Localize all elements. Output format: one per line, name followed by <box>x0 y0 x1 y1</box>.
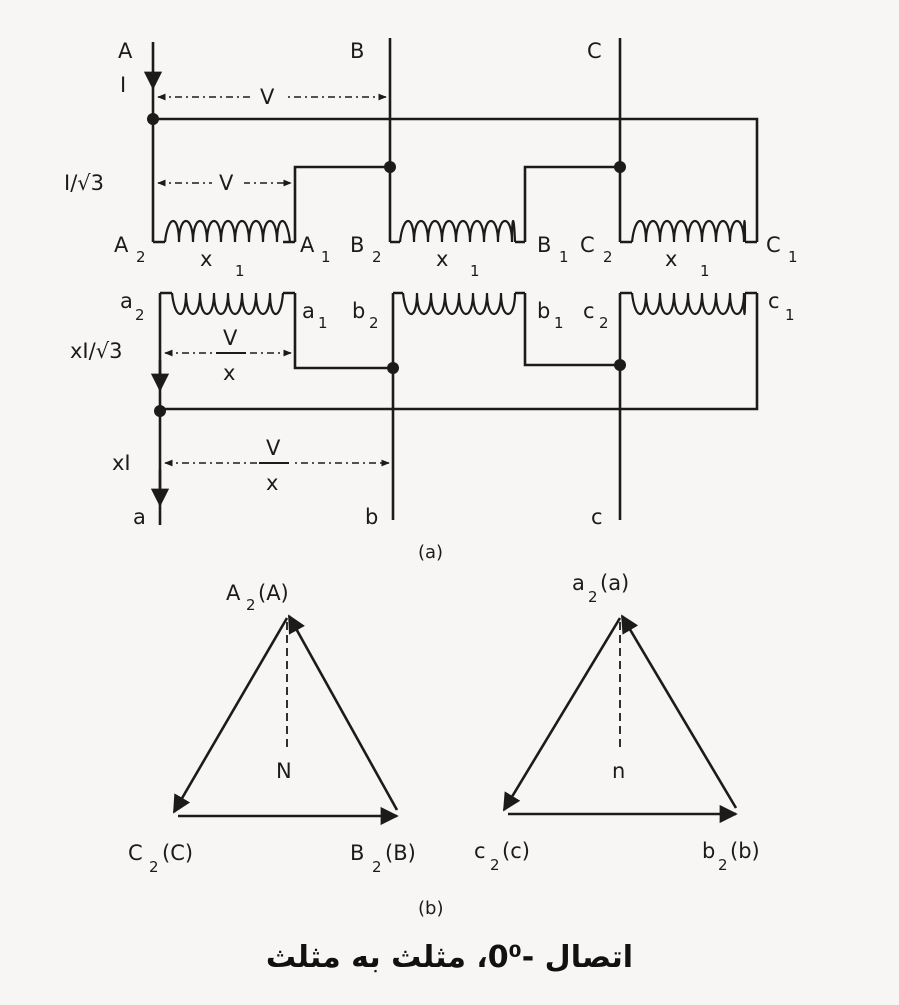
vertex-label-B2: B2(B) <box>350 841 416 876</box>
secondary-phase-voltage-denominator: x <box>223 361 235 385</box>
phasor-edge-B-A <box>287 614 399 811</box>
junction-dot <box>384 161 396 173</box>
vertex-label-C2: C2(C) <box>128 841 193 876</box>
secondary-line-voltage-numerator: V <box>266 436 281 460</box>
phasor-edge-a-c <box>502 617 622 812</box>
vertex-label-b2: b2(b) <box>702 839 760 874</box>
secondary-coil-a <box>170 292 285 315</box>
terminal-c1: c1 <box>768 289 795 324</box>
primary-coils <box>153 219 757 244</box>
line-label-B: B <box>350 39 364 63</box>
vertex-label-a2: a2(a) <box>572 571 629 606</box>
primary-link-A1-B <box>293 165 390 242</box>
junction-dot <box>387 362 399 374</box>
junction-dot <box>614 161 626 173</box>
junction-dot <box>614 359 626 371</box>
primary-link-B1-C <box>523 165 620 242</box>
secondary-coil-b <box>401 292 517 315</box>
part-a-caption: (a) <box>418 542 443 563</box>
neutral-label: N <box>276 759 292 783</box>
line-label-a: a <box>133 505 146 529</box>
secondary-phase-current-label: xI/√3 <box>70 339 122 363</box>
secondary-link-a1-b <box>293 293 393 370</box>
primary-top-bus <box>153 117 759 242</box>
neutral-label: n <box>612 759 625 783</box>
wiring-diagram: A B C I V V I/√3 <box>64 38 798 563</box>
junction-dot <box>147 113 159 125</box>
secondary-coil-c <box>630 292 747 316</box>
figure-caption: اتصال -0⁰، مثلث به مثلث <box>265 940 634 975</box>
phasor-edge-A-C <box>172 617 289 814</box>
line-label-b: b <box>365 505 378 529</box>
secondary-line-voltage-denominator: x <box>266 471 278 495</box>
primary-coil-A <box>163 220 292 243</box>
primary-line-current-label: I <box>120 73 126 97</box>
primary-coil-B <box>398 219 517 243</box>
junction-dot <box>154 405 166 417</box>
secondary-phase-voltage-numerator: V <box>223 326 238 350</box>
primary-line-voltage-label: V <box>260 85 275 109</box>
line-label-C: C <box>587 39 602 63</box>
line-label-c: c <box>591 505 603 529</box>
primary-phase-voltage-label: V <box>219 171 234 195</box>
secondary-line-current-label: xI <box>112 451 131 475</box>
secondary-link-b1-c <box>523 293 620 367</box>
primary-coil-C <box>630 219 747 243</box>
part-b-caption: (b) <box>418 898 443 919</box>
secondary-bottom-bus <box>160 293 759 411</box>
primary-phase-current-label: I/√3 <box>64 171 104 195</box>
terminal-a2: a2 <box>120 289 145 324</box>
secondary-coils <box>160 291 757 316</box>
line-label-A: A <box>118 39 133 63</box>
secondary-phasor-triangle: n a2(a) c2(c) b2(b) <box>474 571 760 874</box>
phasor-edge-b-a <box>620 614 738 809</box>
vertex-label-c2: c2(c) <box>474 839 530 874</box>
